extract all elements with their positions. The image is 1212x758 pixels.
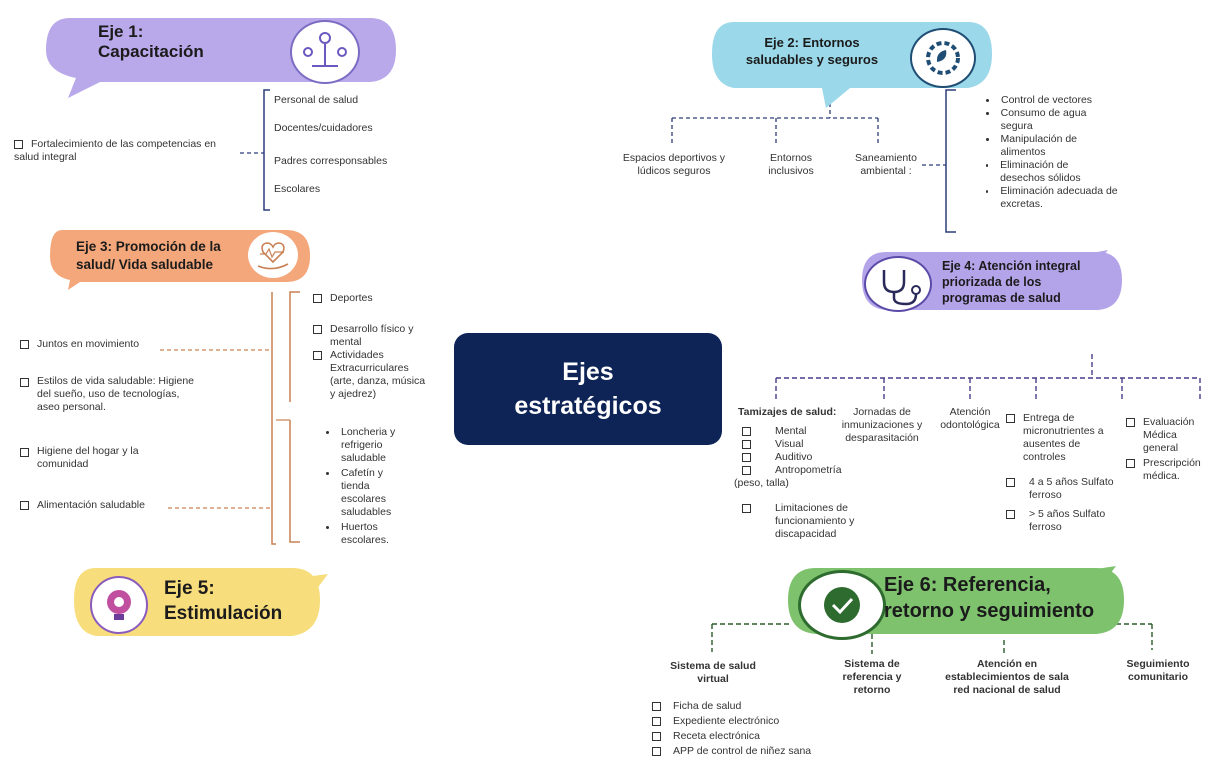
eje3-title-line2: salud/ Vida saludable — [76, 257, 214, 272]
list-item: > 5 años Sulfato ferroso — [1006, 508, 1122, 534]
eje3-item-alimentacion-label: Alimentación saludable — [37, 499, 145, 511]
list-item: Expediente electrónico — [652, 715, 852, 728]
eje3-alimentacion-list: Loncheria y refrigerio saludable Cafetín… — [326, 426, 414, 547]
eje4-title-line2: priorizada de los — [942, 275, 1042, 289]
eje2-branch-espacios: Espacios deportivos y lúdicos seguros — [622, 152, 726, 177]
eje1-branch-4: Escolares — [274, 183, 321, 195]
eje3-item-estilos: Estilos de vida saludable: Higiene del s… — [20, 375, 200, 414]
list-item: Control de vectores — [986, 94, 1136, 107]
eje5-title-line1: Eje 5: — [164, 578, 215, 599]
list-item: Eliminación adecuada de excretas. — [986, 185, 1126, 211]
eje1-main-item-label: Fortalecimiento de las competencias en s… — [14, 138, 217, 163]
list-item: Actividades Extracurriculares (arte, dan… — [313, 349, 433, 401]
center-line1: Ejes — [562, 358, 614, 386]
people-network-icon — [290, 20, 360, 84]
clock-check-icon — [798, 570, 886, 640]
eje3-juntos-list: Deportes Desarrollo físico y mental Acti… — [313, 292, 433, 401]
eje6-branch-virtual: Sistema de salud virtual — [670, 660, 756, 685]
eje4-tamizajes-title: Tamizajes de salud: — [738, 406, 837, 418]
eje6-branch-atencion: Atención en establecimientos de sala red… — [945, 658, 1069, 696]
list-item: Ficha de salud — [652, 700, 852, 713]
eje6-title-line2: retorno y seguimiento — [884, 600, 1095, 622]
eje4-micronutrientes-title: Entrega de micronutrientes a ausentes de… — [1006, 412, 1118, 464]
list-item: 4 a 5 años Sulfato ferroso — [1006, 476, 1122, 502]
list-item: Mental — [742, 425, 864, 438]
list-item: Cafetín y tienda escolares saludables — [326, 467, 414, 519]
eje1-branch-2: Docentes/cuidadores — [274, 122, 373, 134]
eje2-title-line1: Eje 2: Entornos — [764, 35, 860, 50]
list-item: Limitaciones de funcionamiento y discapa… — [742, 502, 862, 541]
central-node: Ejes estratégicos — [454, 333, 722, 445]
eje6-virtual-list: Ficha de salud Expediente electrónico Re… — [652, 700, 852, 758]
eje3-item-higiene-label: Higiene del hogar y la comunidad — [37, 445, 139, 470]
eje4-odontologica: Atención odontológica — [940, 406, 1000, 431]
list-item: Eliminación de desechos sólidos — [986, 159, 1106, 185]
eje2-title-line2: saludables y seguros — [745, 52, 879, 67]
list-item: Visual — [742, 438, 864, 451]
eje3-item-higiene: Higiene del hogar y la comunidad — [20, 445, 170, 471]
list-item: Evaluación Médica general — [1126, 416, 1206, 455]
list-item: Desarrollo físico y mental — [313, 323, 433, 349]
eje3-item-juntos: Juntos en movimiento — [20, 338, 139, 351]
eje1-main-item: Fortalecimiento de las competencias en s… — [14, 138, 244, 164]
list-item: Deportes — [313, 292, 433, 305]
stethoscope-icon — [864, 256, 932, 312]
eje1-title-line2: Capacitación — [98, 42, 204, 61]
eje3-item-estilos-label: Estilos de vida saludable: Higiene del s… — [37, 375, 195, 413]
eje4-title-line3: programas de salud — [942, 291, 1061, 305]
eje4-micronutrientes: Entrega de micronutrientes a ausentes de… — [1006, 412, 1124, 534]
center-line2: estratégicos — [514, 392, 662, 420]
eje3-title-line1: Eje 3: Promoción de la — [76, 239, 221, 254]
eje2-saneamiento-list: Control de vectores Consumo de agua segu… — [986, 94, 1136, 211]
eje2-branch-entornos: Entornos inclusivos — [768, 152, 814, 177]
eje1-branch-1: Personal de salud — [274, 94, 359, 106]
eje6-title-line1: Eje 6: Referencia, — [884, 574, 1051, 596]
list-item: Prescripción médica. — [1126, 457, 1206, 483]
eje6-branch-seguimiento: Seguimiento comunitario — [1126, 658, 1190, 683]
eje4-evaluacion: Evaluación Médica general Prescripción m… — [1126, 416, 1208, 483]
list-item: Consumo de agua segura — [986, 107, 1106, 133]
list-item: Antropometría (peso, talla) — [734, 464, 842, 489]
list-item: Receta electrónica — [652, 730, 852, 743]
gear-leaf-icon — [910, 28, 976, 88]
eje5-title-line2: Estimulación — [164, 603, 283, 624]
list-item: Huertos escolares. — [326, 521, 414, 547]
eje6-branch-referencia: Sistema de referencia y retorno — [842, 658, 902, 696]
list-item: Auditivo — [742, 451, 864, 464]
eje1-branch-3: Padres corresponsables — [274, 155, 388, 167]
list-item: Manipulación de alimentos — [986, 133, 1106, 159]
eje4-tamizajes: Tamizajes de salud: Mental Visual Auditi… — [734, 406, 864, 541]
lightbulb-head-icon — [90, 576, 148, 634]
eje1-title-line1: Eje 1: — [98, 22, 144, 41]
list-item: Loncheria y refrigerio saludable — [326, 426, 414, 465]
eje2-branch-saneamiento: Saneamiento ambiental : — [855, 152, 917, 177]
list-item: APP de control de niñez sana — [652, 745, 852, 758]
heart-hand-icon — [248, 232, 298, 278]
eje3-item-alimentacion: Alimentación saludable — [20, 499, 145, 512]
eje3-item-juntos-label: Juntos en movimiento — [37, 338, 140, 350]
eje4-jornadas: Jornadas de inmunizaciones y desparasita… — [841, 406, 923, 444]
eje4-title-line1: Eje 4: Atención integral — [942, 259, 1081, 273]
